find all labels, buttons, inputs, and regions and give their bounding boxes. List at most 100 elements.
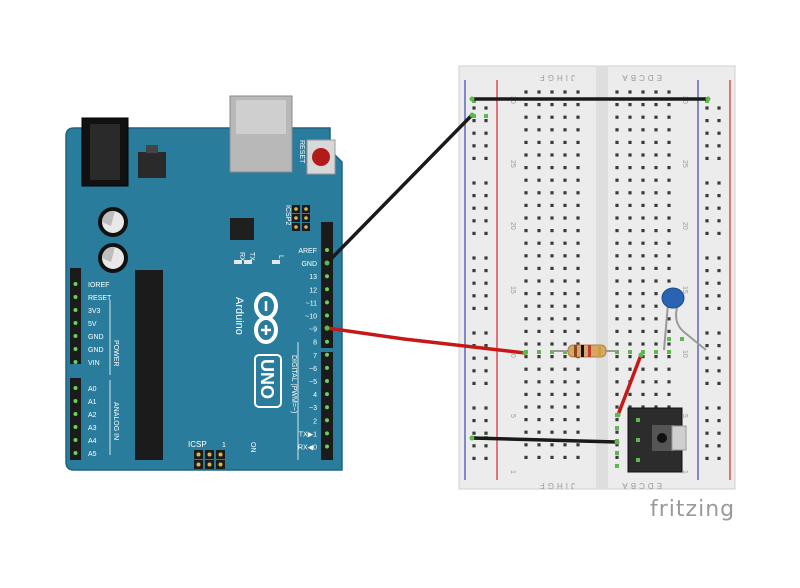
icsp-pin-contact — [196, 452, 201, 457]
breadboard-hole — [563, 443, 567, 447]
rail-hole — [705, 431, 709, 435]
rail-hole — [472, 381, 476, 385]
breadboard-hole — [628, 90, 632, 94]
digital-pin-label: ~10 — [305, 314, 317, 321]
rail-hole — [484, 356, 488, 360]
breadboard-hole — [563, 166, 567, 170]
breadboard-hole — [641, 380, 645, 384]
breadboard-hole — [667, 229, 671, 233]
breadboard-hole — [615, 430, 619, 434]
rail-hole — [705, 406, 709, 410]
rail-hole — [472, 131, 476, 135]
column-number: 1 — [509, 470, 516, 474]
rail-hole — [484, 256, 488, 260]
rail-hole — [484, 369, 488, 373]
breadboard-hole — [667, 166, 671, 170]
breadboard-hole — [524, 418, 528, 422]
breadboard-hole — [550, 191, 554, 195]
row-letters-top: JIHGF — [537, 73, 575, 82]
breadboard-hole — [524, 178, 528, 182]
icsp-pin-contact — [196, 462, 201, 467]
breadboard-hole — [524, 115, 528, 119]
breadboard-hole — [524, 153, 528, 157]
reset-label: RESET — [298, 140, 305, 164]
breadboard-hole — [576, 317, 580, 321]
rail-hole — [472, 194, 476, 198]
breadboard-hole — [550, 203, 554, 207]
breadboard-hole — [537, 140, 541, 144]
rail-hole — [717, 119, 721, 123]
breadboard-hole — [563, 229, 567, 233]
breadboard-hole — [563, 128, 567, 132]
breadboard-hole — [563, 203, 567, 207]
breadboard-hole — [667, 191, 671, 195]
rail-hole — [705, 131, 709, 135]
breadboard-hole — [641, 355, 645, 359]
power-pin-label: IOREF — [88, 282, 109, 289]
breadboard-hole — [628, 392, 632, 396]
wire-end — [522, 350, 528, 356]
breadboard-hole — [641, 392, 645, 396]
rail-hole — [472, 106, 476, 110]
ceramic-capacitor — [661, 287, 707, 351]
wire-pin9-to-resistor — [325, 326, 527, 355]
breadboard-hole — [550, 342, 554, 346]
icsp2-pin-contact — [294, 225, 298, 229]
atmega-chip — [135, 270, 163, 460]
breadboard-hole — [576, 178, 580, 182]
breadboard-hole — [641, 229, 645, 233]
breadboard-hole — [563, 191, 567, 195]
breadboard-hole — [576, 430, 580, 434]
digital-group-label: DIGITAL (PWM=~) — [290, 355, 297, 413]
column-number: 1 — [681, 470, 688, 474]
rail-hole — [472, 294, 476, 298]
breadboard-hole — [563, 455, 567, 459]
breadboard-hole — [537, 380, 541, 384]
active-hole — [628, 350, 632, 354]
breadboard-hole — [563, 178, 567, 182]
icsp2-pin-contact — [304, 225, 308, 229]
breadboard-hole — [641, 115, 645, 119]
icsp2-pin-contact — [304, 207, 308, 211]
breadboard-hole — [628, 342, 632, 346]
rail-hole — [484, 131, 488, 135]
rail-hole — [717, 344, 721, 348]
breadboard-hole — [641, 254, 645, 258]
active-hole — [615, 464, 619, 468]
brand-label: Arduino — [233, 297, 245, 335]
digital-pin-label: ~5 — [309, 379, 317, 386]
breadboard-hole — [524, 455, 528, 459]
rail-hole — [717, 281, 721, 285]
rail-hole — [472, 256, 476, 260]
breadboard-hole — [576, 292, 580, 296]
rail-hole — [472, 419, 476, 423]
active-hole — [615, 451, 619, 455]
breadboard-hole — [550, 380, 554, 384]
digital-header-pin — [325, 405, 329, 410]
breadboard-hole — [654, 128, 658, 132]
breadboard-hole — [524, 430, 528, 434]
breadboard-hole — [550, 103, 554, 107]
wire-resistor-to-jack — [616, 353, 643, 417]
breadboard-hole — [563, 103, 567, 107]
analog-pin-label: A5 — [88, 451, 97, 458]
wire-end — [638, 352, 644, 358]
breadboard-hole — [576, 455, 580, 459]
wire-end — [469, 435, 475, 441]
breadboard-hole — [628, 292, 632, 296]
breadboard-hole — [654, 279, 658, 283]
breadboard-hole — [667, 153, 671, 157]
breadboard-hole — [615, 455, 619, 459]
breadboard-hole — [563, 266, 567, 270]
digital-pin-label: 13 — [309, 274, 317, 281]
breadboard-hole — [550, 392, 554, 396]
breadboard-hole — [524, 355, 528, 359]
breadboard-hole — [537, 329, 541, 333]
digital-pin-label: 12 — [309, 287, 317, 294]
breadboard-hole — [576, 166, 580, 170]
breadboard-hole — [667, 367, 671, 371]
breadboard-hole — [628, 254, 632, 258]
digital-header-pin — [325, 431, 329, 436]
breadboard-hole — [654, 380, 658, 384]
audio-jack-pin — [636, 438, 640, 442]
